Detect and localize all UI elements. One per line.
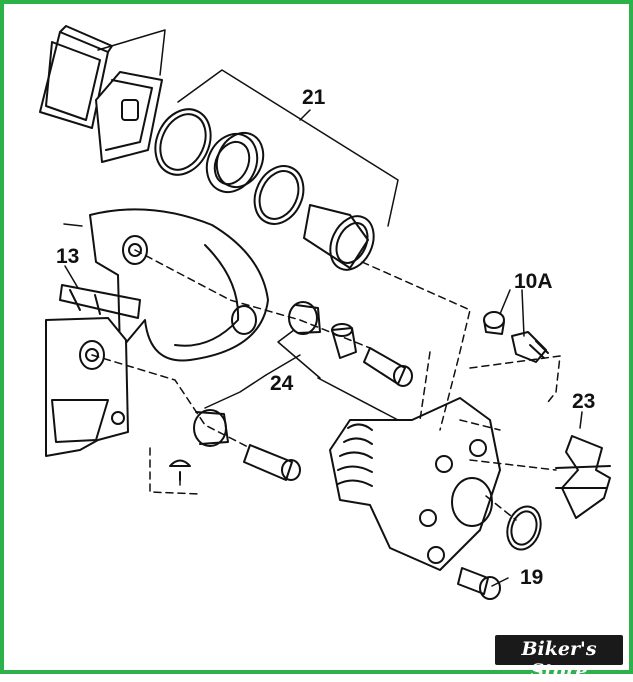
piston bbox=[303, 204, 375, 271]
callout-21: 21 bbox=[302, 86, 326, 109]
callout-24: 24 bbox=[270, 372, 294, 395]
housing-bolt bbox=[457, 567, 501, 600]
pad-spring-clip bbox=[59, 284, 141, 319]
watermark-text: Biker's Store bbox=[521, 638, 597, 682]
callout-10a: 10A bbox=[514, 270, 553, 293]
brake-pad-outer bbox=[39, 25, 113, 129]
piston-seal-ring-2 bbox=[253, 165, 305, 225]
pin-lower bbox=[243, 444, 301, 481]
callout-23: 23 bbox=[572, 390, 595, 413]
leader-lines bbox=[63, 29, 583, 587]
caliper-spring-clip bbox=[555, 435, 611, 519]
bushing-lower bbox=[193, 409, 229, 447]
callout-13: 13 bbox=[56, 245, 79, 268]
mounting-bracket bbox=[45, 317, 129, 457]
alignment-dashes bbox=[91, 249, 561, 521]
bleeder-screw bbox=[511, 331, 549, 363]
pin-upper bbox=[363, 347, 413, 387]
bushing-upper bbox=[288, 301, 321, 335]
piston-seal-ring-1 bbox=[154, 108, 212, 176]
dust-boot bbox=[205, 131, 265, 194]
watermark-logo: Biker's Store bbox=[495, 635, 623, 682]
cap-plug bbox=[169, 459, 191, 481]
brake-pad-inner bbox=[95, 71, 163, 163]
callout-19: 19 bbox=[520, 566, 543, 589]
sleeve-upper bbox=[331, 323, 357, 359]
caliper-housing bbox=[329, 397, 501, 571]
o-ring bbox=[506, 505, 542, 551]
caliper-bracket bbox=[89, 208, 269, 362]
bleeder-cap bbox=[483, 311, 505, 335]
